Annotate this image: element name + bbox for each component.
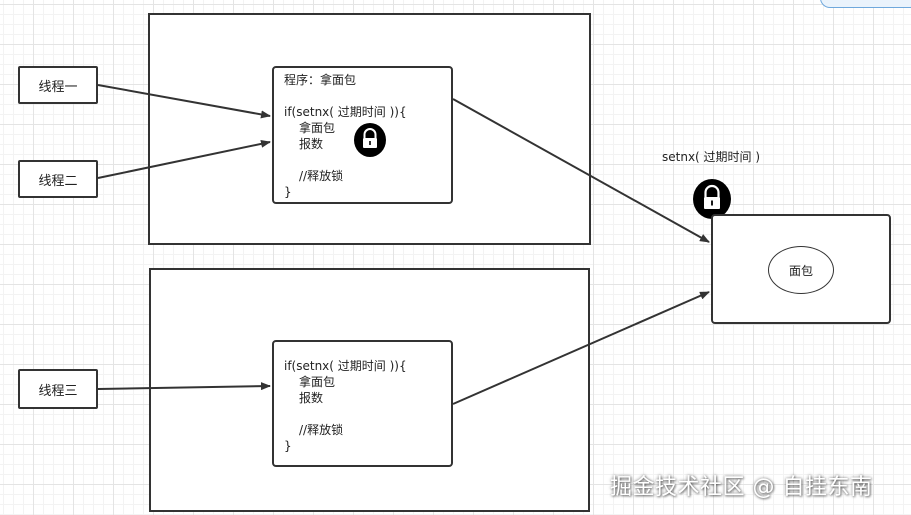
code-block-1-line-report: 报数: [299, 137, 324, 151]
resource-label: 面包: [788, 263, 813, 278]
code-block-1-line-release: //释放锁: [299, 169, 344, 183]
code-block-2-condition: if(setnx( 过期时间 )){: [284, 359, 407, 373]
code-block-2-line-release: //释放锁: [299, 423, 344, 437]
thread-label-2: 线程二: [38, 173, 78, 189]
partial-corner-shape: [820, 0, 911, 8]
thread-label-1: 线程一: [38, 79, 78, 95]
thread-box-1: 线程一: [18, 66, 98, 104]
code-block-2: if(setnx( 过期时间 )){ 拿面包 报数 //释放锁 }: [272, 340, 453, 467]
code-block-2-line-take: 拿面包: [299, 375, 336, 389]
thread-box-3: 线程三: [18, 369, 98, 409]
lock-label: setnx( 过期时间 ): [662, 150, 761, 164]
resource-ellipse: 面包: [768, 246, 834, 294]
code-block-1-line-take: 拿面包: [299, 121, 336, 135]
code-block-2-close: }: [284, 439, 292, 453]
watermark: 掘金技术社区 @ 自挂东南: [610, 475, 873, 500]
thread-box-2: 线程二: [18, 160, 98, 198]
code-block-2-line-report: 报数: [299, 391, 324, 405]
code-block-1-title: 程序：拿面包: [284, 73, 357, 87]
code-block-1-condition: if(setnx( 过期时间 )){: [284, 105, 407, 119]
thread-label-3: 线程三: [38, 383, 78, 399]
code-block-1-close: }: [284, 185, 292, 199]
lock-icon: [353, 122, 387, 158]
